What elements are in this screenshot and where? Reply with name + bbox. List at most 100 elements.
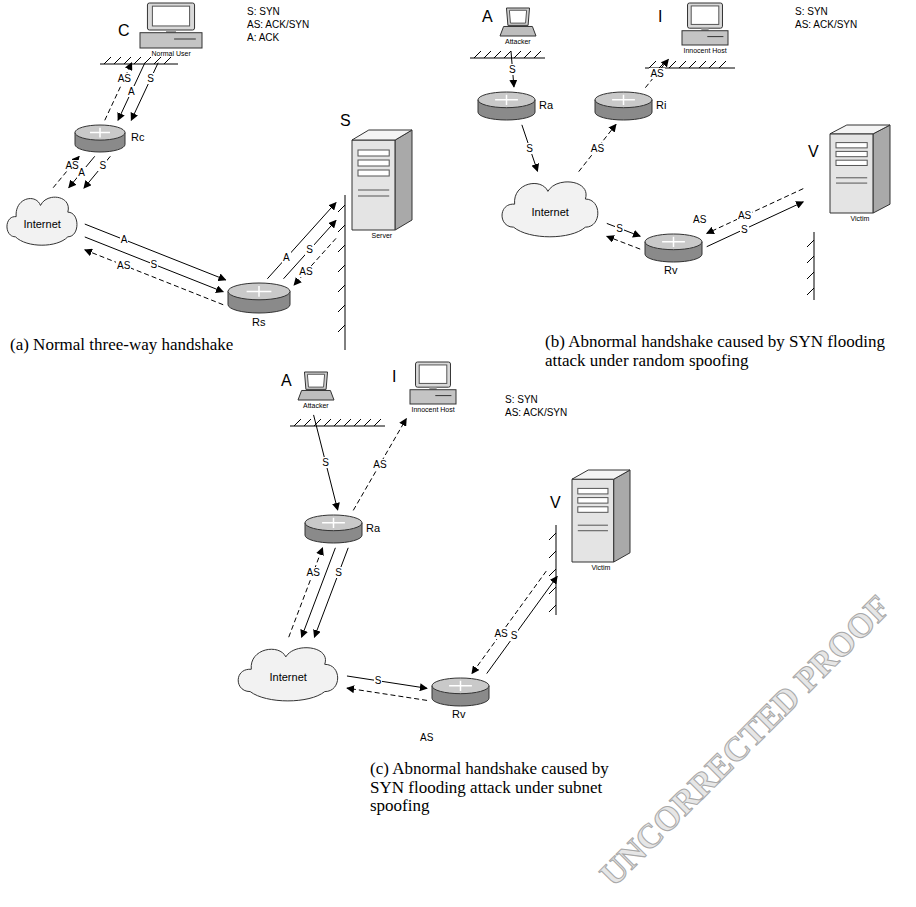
computer-icon bbox=[707, 36, 723, 37]
laptop-icon bbox=[500, 8, 536, 36]
arrow-label: AS bbox=[649, 68, 664, 79]
computer-icon bbox=[152, 6, 189, 26]
computer-label: Innocent Host bbox=[684, 47, 727, 55]
server-outline bbox=[338, 110, 414, 242]
handshake-arrow bbox=[294, 238, 336, 285]
handshake-arrow bbox=[707, 202, 804, 247]
laptop-icon bbox=[506, 8, 529, 25]
router-node: Ra bbox=[476, 90, 555, 122]
router-icon bbox=[75, 125, 125, 152]
router-icon bbox=[495, 95, 518, 105]
arrow-label: AS bbox=[737, 210, 752, 221]
router-node: Rv bbox=[643, 232, 704, 279]
server-icon bbox=[352, 140, 395, 230]
server-icon bbox=[358, 160, 389, 166]
server-icon bbox=[836, 178, 867, 183]
handshake-arrow bbox=[522, 125, 538, 171]
router-icon bbox=[449, 681, 472, 691]
router-icon bbox=[645, 234, 702, 250]
handshake-arrow bbox=[302, 548, 336, 637]
server-outline bbox=[806, 123, 892, 225]
computer-icon bbox=[682, 3, 728, 45]
server-icon bbox=[830, 125, 890, 134]
router-icon bbox=[478, 92, 535, 120]
network-wall bbox=[807, 232, 814, 300]
subfigure-caption: (b) Abnormal handshake caused by SYN flo… bbox=[545, 333, 911, 370]
handshake-arrow bbox=[267, 203, 336, 279]
server-label: V bbox=[808, 143, 819, 161]
cloud-icon bbox=[502, 182, 598, 237]
server-icon bbox=[836, 151, 867, 156]
arrow-label: AS bbox=[306, 567, 321, 578]
handshake-arrow bbox=[472, 571, 546, 673]
legend-text: AS: ACK/SYN bbox=[795, 19, 857, 31]
router-icon bbox=[432, 678, 489, 706]
server-icon bbox=[572, 479, 614, 562]
arrow-label: S bbox=[150, 259, 159, 270]
router-icon bbox=[322, 518, 345, 528]
legend-text: S: SYN bbox=[247, 6, 280, 18]
computer-icon bbox=[410, 362, 456, 404]
arrow-label: S bbox=[508, 64, 517, 75]
handshake-arrow bbox=[118, 63, 145, 121]
router-icon bbox=[612, 95, 635, 105]
computer-icon bbox=[435, 395, 451, 396]
network-wall bbox=[338, 195, 345, 350]
router-node: Rv bbox=[430, 676, 491, 723]
router-icon bbox=[645, 234, 702, 262]
laptop-label: A bbox=[482, 8, 493, 26]
computer-icon bbox=[691, 6, 719, 24]
handshake-arrow bbox=[314, 415, 338, 510]
computer-node: CNormal User bbox=[116, 1, 204, 60]
server-icon bbox=[395, 130, 412, 230]
server-icon bbox=[358, 150, 389, 156]
handshake-arrow bbox=[53, 156, 79, 187]
arrow-label: AS bbox=[117, 73, 132, 84]
computer-label: Normal User bbox=[152, 50, 191, 58]
server-label: Victim bbox=[851, 215, 870, 223]
router-label: Rs bbox=[252, 316, 265, 329]
laptop-label: Attacker bbox=[303, 402, 329, 410]
handshake-arrow bbox=[347, 676, 427, 688]
handshake-arrow bbox=[85, 250, 223, 305]
arrow-label: AS bbox=[590, 143, 605, 154]
arrow-label: S bbox=[321, 457, 330, 468]
server-outline bbox=[548, 468, 632, 574]
laptop-label: A bbox=[281, 372, 292, 390]
router-icon bbox=[305, 515, 362, 531]
arrow-label: A bbox=[120, 234, 129, 245]
cloud-node: Internet bbox=[496, 174, 604, 242]
arrow-label: AS bbox=[693, 214, 706, 226]
network-wall bbox=[645, 61, 735, 68]
arrow-label: S bbox=[146, 73, 155, 84]
router-icon bbox=[228, 283, 290, 300]
watermark: UNCORRECTED PROOF bbox=[592, 587, 898, 893]
server-icon bbox=[836, 160, 867, 165]
server-label: V bbox=[550, 494, 561, 512]
computer-icon bbox=[416, 362, 451, 387]
computer-icon bbox=[410, 390, 456, 404]
arrow-label: AS bbox=[298, 266, 313, 277]
network-wall bbox=[470, 51, 545, 58]
router-icon bbox=[247, 286, 272, 297]
laptop-label: Attacker bbox=[505, 38, 531, 46]
handshake-arrow bbox=[289, 548, 323, 637]
cloud-label: Internet bbox=[270, 671, 307, 684]
router-label: Rc bbox=[131, 131, 144, 144]
cloud-icon bbox=[238, 648, 337, 701]
legend-text: S: SYN bbox=[795, 6, 828, 18]
server-icon bbox=[578, 525, 608, 531]
server-icon bbox=[836, 143, 867, 148]
handshake-arrow bbox=[353, 419, 406, 511]
router-node: Rs bbox=[226, 281, 292, 331]
legend-text: AS: ACK/SYN bbox=[247, 19, 309, 31]
cloud-icon bbox=[502, 182, 598, 237]
computer-icon bbox=[419, 365, 447, 383]
router-icon bbox=[595, 92, 652, 108]
cloud-icon bbox=[238, 648, 337, 701]
computer-icon bbox=[147, 3, 194, 30]
computer-label: I bbox=[658, 8, 662, 26]
router-label: Ra bbox=[539, 99, 553, 112]
router-label: Ra bbox=[366, 522, 380, 535]
arrow-label: AS bbox=[372, 459, 387, 470]
